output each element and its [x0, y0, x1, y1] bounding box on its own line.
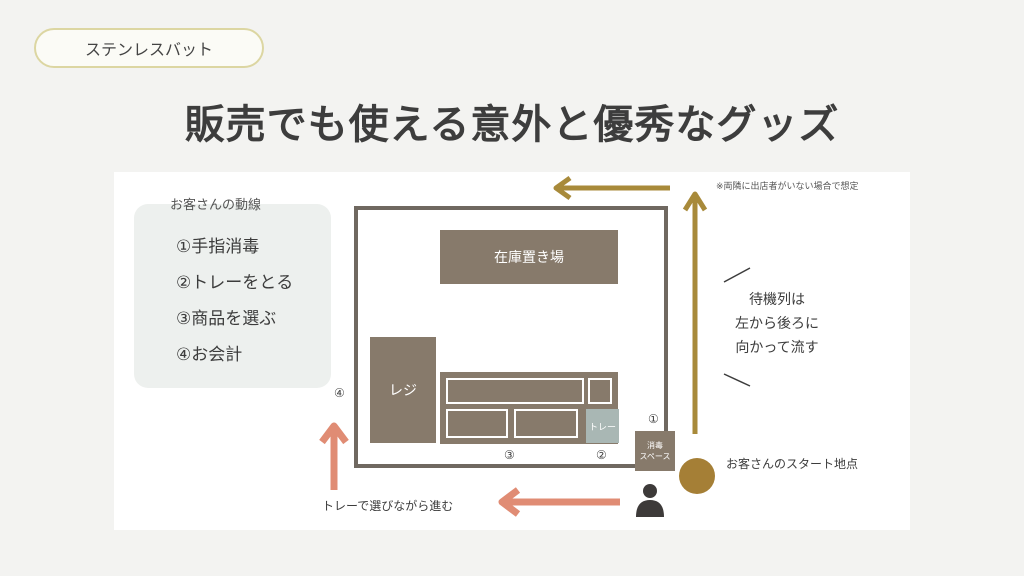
queue-note-line3: 向かって流す: [735, 340, 819, 356]
queue-dash-bottom: [723, 373, 751, 387]
legend-item-sanitize: ①手指消毒: [176, 237, 260, 257]
customer-icon: [636, 484, 664, 517]
category-tag: ステンレスバット: [34, 28, 264, 68]
queue-note-line1: 待機列は: [749, 292, 805, 308]
register-area: レジ: [370, 337, 436, 443]
product-slot: [446, 378, 584, 404]
register-label: レジ: [389, 383, 417, 399]
marker-3: ③: [504, 448, 515, 462]
flow-legend: お客さんの動線 ①手指消毒 ②トレーをとる ③商品を選ぶ ④お会計: [134, 198, 331, 388]
product-slot: [588, 378, 612, 404]
start-label: お客さんのスタート地点: [726, 457, 859, 471]
queue-dash-top: [723, 267, 751, 283]
sanitize-label-line2: スペース: [639, 452, 671, 461]
neighbor-note: ※両隣に出店者がいない場合で想定: [716, 182, 859, 192]
flow-arrow-up: [319, 422, 349, 490]
booth-diagram: お客さんの動線 ①手指消毒 ②トレーをとる ③商品を選ぶ ④お会計 在庫置き場 …: [114, 172, 910, 530]
page-title: 販売でも使える意外と優秀なグッズ: [184, 102, 840, 148]
queue-exit-arrow: [553, 175, 670, 201]
tray-area: トレー: [586, 409, 619, 443]
booth-outline: [354, 206, 668, 468]
legend-item-checkout: ④お会計: [176, 345, 243, 365]
queue-note: 待機列は 左から後ろに 向かって流す: [712, 288, 842, 360]
legend-item-tray: ②トレーをとる: [176, 273, 294, 293]
marker-4: ④: [334, 386, 345, 400]
stock-area: 在庫置き場: [440, 230, 618, 284]
product-slot: [446, 409, 508, 438]
queue-line-arrow: [682, 191, 708, 434]
queue-note-line2: 左から後ろに: [735, 316, 819, 332]
flow-label: トレーで選びながら進む: [322, 499, 454, 513]
flow-arrow-left: [498, 487, 620, 517]
sanitize-space: 消毒 スペース: [635, 431, 675, 471]
marker-1: ①: [648, 412, 659, 426]
tray-label: トレー: [588, 422, 616, 433]
stock-area-label: 在庫置き場: [494, 250, 564, 266]
category-tag-label: ステンレスバット: [84, 40, 213, 59]
legend-title: お客さんの動線: [170, 198, 262, 213]
flow-arrows: [319, 175, 751, 517]
marker-2: ②: [596, 448, 607, 462]
product-slot: [514, 409, 578, 438]
sanitize-label-line1: 消毒: [647, 441, 663, 450]
start-point-dot: [679, 458, 715, 494]
legend-item-select: ③商品を選ぶ: [176, 309, 277, 329]
